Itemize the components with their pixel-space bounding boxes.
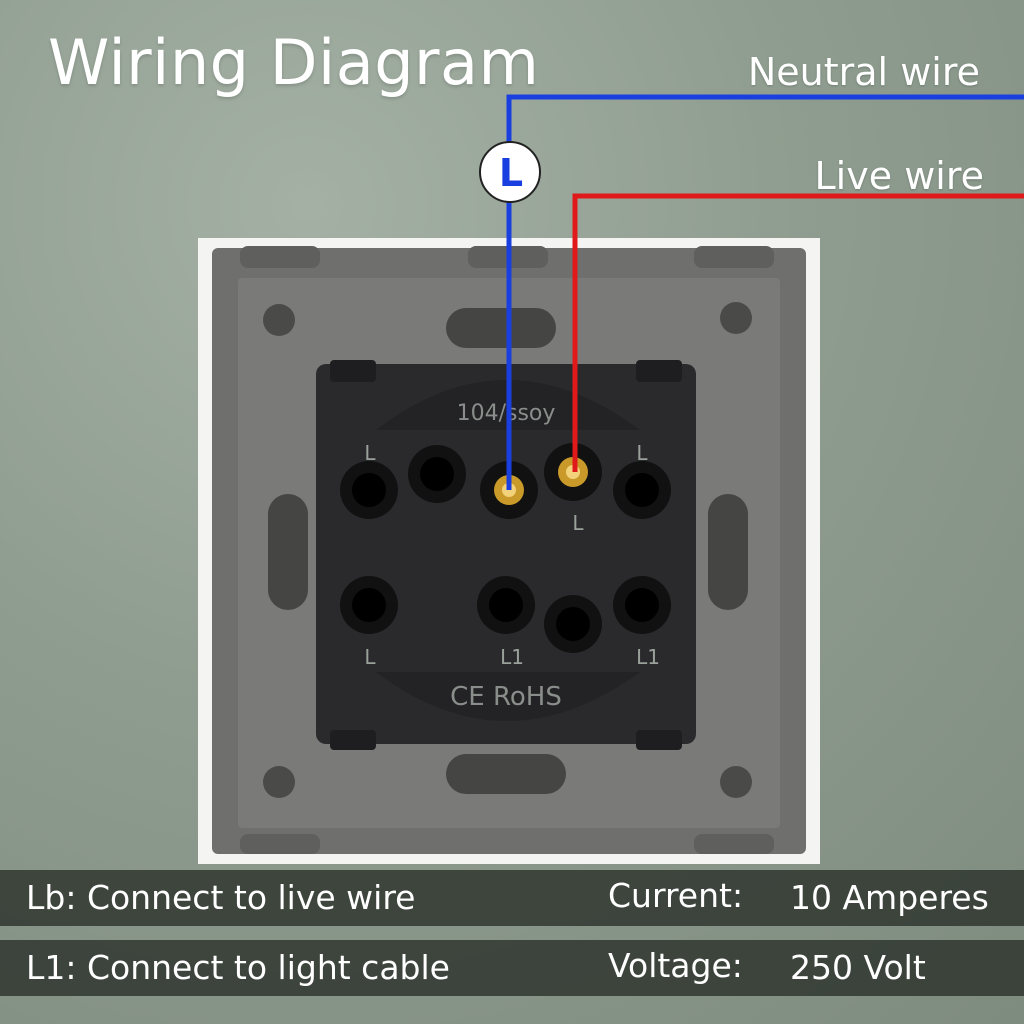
terminal-label-bottom-right: L1 bbox=[636, 645, 660, 669]
voltage-value: 250 Volt bbox=[790, 948, 926, 987]
terminal-label-bottom-mid: L1 bbox=[500, 645, 524, 669]
neutral-wire-label: Neutral wire bbox=[747, 50, 980, 94]
info-row-light: L1: Connect to light cable Voltage: 250 … bbox=[0, 940, 1024, 996]
terminal-top-1 bbox=[340, 461, 398, 519]
terminal-bottom-2 bbox=[477, 576, 535, 634]
live-wire-label: Live wire bbox=[814, 154, 984, 198]
terminal-label-center: L bbox=[572, 511, 584, 535]
current-label: Current: bbox=[608, 876, 744, 915]
mount-slot-right bbox=[708, 494, 748, 610]
mount-slot-left bbox=[268, 494, 308, 610]
terminal-bottom-1 bbox=[340, 576, 398, 634]
terminal-top-2 bbox=[408, 445, 466, 503]
current-value: 10 Amperes bbox=[790, 878, 989, 917]
terminal-top-5 bbox=[613, 461, 671, 519]
screw-hole-bottom-right bbox=[720, 766, 752, 798]
info-row-live: Lb: Connect to live wire Current: 10 Amp… bbox=[0, 870, 1024, 926]
lb-instruction: Lb: Connect to live wire bbox=[26, 878, 416, 917]
module-model-text: 104/ssoy bbox=[457, 401, 556, 426]
terminal-bottom-4 bbox=[613, 576, 671, 634]
live-wire bbox=[572, 193, 1024, 472]
mount-slot-top bbox=[446, 308, 556, 348]
terminal-bottom-3 bbox=[544, 595, 602, 653]
l-badge: L bbox=[479, 141, 541, 203]
terminal-label-bottom-left: L bbox=[364, 645, 376, 669]
mount-slot-bottom bbox=[446, 754, 566, 794]
terminal-label-top-right: L bbox=[636, 441, 648, 465]
screw-hole-top-left bbox=[263, 304, 295, 336]
screw-hole-bottom-left bbox=[263, 766, 295, 798]
switch-module bbox=[316, 364, 696, 744]
neutral-wire bbox=[506, 94, 1024, 490]
screw-hole-top-right bbox=[720, 302, 752, 334]
terminal-label-top-left: L bbox=[364, 441, 376, 465]
voltage-label: Voltage: bbox=[608, 946, 743, 985]
page-title: Wiring Diagram bbox=[48, 26, 540, 99]
certification-text: CE RoHS bbox=[450, 682, 562, 712]
l1-instruction: L1: Connect to light cable bbox=[26, 948, 450, 987]
l-badge-letter: L bbox=[499, 151, 523, 195]
